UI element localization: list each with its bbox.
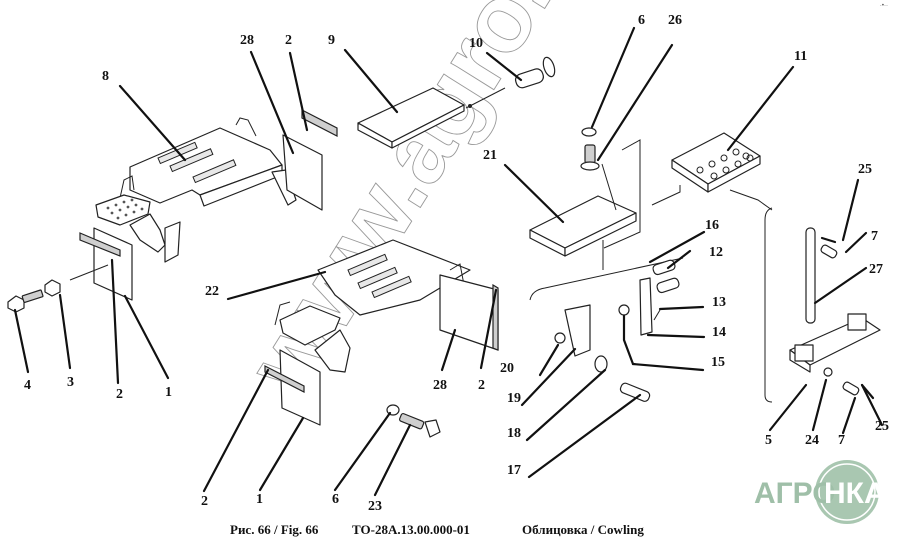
callout-9: 9 — [328, 33, 335, 48]
callout-12: 12 — [709, 245, 723, 260]
callout-28-lower: 28 — [433, 378, 447, 393]
logo-circle-ring — [818, 463, 876, 521]
callout-6: 6 — [638, 13, 645, 28]
agronka-logo: АГРО НКА — [754, 460, 886, 524]
callout-20: 20 — [500, 361, 514, 376]
callout-17: 17 — [507, 463, 521, 478]
callout-2-lower-right: 2 — [478, 378, 485, 393]
callout-6-bottom: 6 — [332, 492, 339, 507]
caption-figure-number: Рис. 66 / Fig. 66 — [230, 522, 319, 537]
callout-3: 3 — [67, 375, 74, 390]
callout-2-bottom: 2 — [201, 494, 208, 509]
pin-10 — [514, 56, 556, 89]
caption-title: Облицовка / Cowling — [522, 522, 644, 537]
bolt-26-washer-6 — [580, 127, 600, 171]
latch-parts — [529, 257, 684, 402]
fender-lower-middle — [264, 239, 499, 438]
callout-27: 27 — [869, 262, 883, 277]
callout-7-bottom: 7 — [838, 433, 845, 448]
callout-28: 28 — [240, 33, 254, 48]
callout-11: 11 — [794, 49, 807, 64]
step-11 — [651, 132, 773, 403]
callout-2: 2 — [285, 33, 292, 48]
logo-circle — [815, 460, 879, 524]
callout-1: 1 — [165, 385, 172, 400]
cover-9 — [357, 87, 506, 149]
callout-23: 23 — [368, 499, 382, 514]
callout-7: 7 — [871, 229, 878, 244]
callout-25: 25 — [858, 162, 872, 177]
callout-24: 24 — [805, 433, 819, 448]
right-linkage — [789, 227, 881, 396]
callout-8: 8 — [102, 69, 109, 84]
logo-right-text: НКА — [824, 477, 886, 510]
watermark-text: www.agro.by — [227, 0, 633, 412]
callout-19: 19 — [507, 391, 521, 406]
panel-21 — [529, 139, 641, 270]
leader-lines — [13, 26, 884, 497]
corner-mark: ·•·· — [879, 3, 888, 9]
callout-16: 16 — [705, 218, 719, 233]
callout-10: 10 — [469, 36, 483, 51]
callout-5: 5 — [765, 433, 772, 448]
logo-left-text: АГРО — [754, 477, 836, 510]
watermark: www.agro.by — [226, 0, 633, 412]
callout-2-lower-left: 2 — [116, 387, 123, 402]
callout-15: 15 — [711, 355, 725, 370]
callout-26: 26 — [668, 13, 682, 28]
callout-25-bottom: 25 — [875, 419, 889, 434]
callout-13: 13 — [712, 295, 726, 310]
callout-18: 18 — [507, 426, 521, 441]
callout-21: 21 — [483, 148, 497, 163]
callout-22: 22 — [205, 284, 219, 299]
caption-drawing-code: ТО-28А.13.00.000-01 — [352, 522, 470, 537]
callout-labels: 8 28 2 9 10 6 26 11 21 25 7 27 16 12 13 … — [24, 13, 889, 514]
callout-1-bottom: 1 — [256, 492, 263, 507]
callout-4: 4 — [24, 378, 31, 393]
callout-14: 14 — [712, 325, 726, 340]
